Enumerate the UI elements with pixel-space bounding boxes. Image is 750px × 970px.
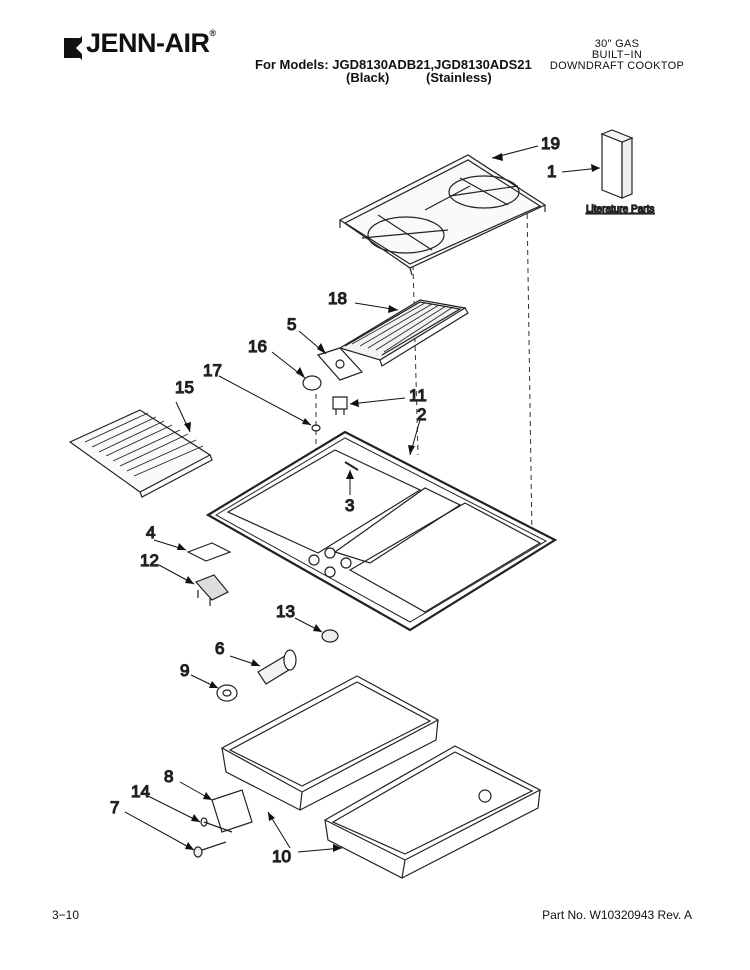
product-type-line2: BUILT−IN (591, 49, 643, 61)
callout-11: 11 (409, 386, 427, 405)
callout-13: 13 (276, 602, 295, 621)
brand-name: JENN-AIR® (86, 28, 216, 58)
part-11-switch (333, 397, 347, 415)
part-19-grates (340, 155, 545, 275)
part-8-bracket (212, 790, 252, 832)
callout-5: 5 (287, 315, 296, 334)
document-part-number: Part No. W10320943 Rev. A (542, 908, 692, 922)
callout-2: 2 (417, 405, 426, 424)
callout-1: 1 (547, 162, 556, 181)
part-5-gasket (318, 348, 362, 380)
part-7-screw (194, 842, 226, 857)
page-number: 3−10 (52, 908, 80, 922)
part-17-grommet (312, 425, 320, 431)
part-18-grille (340, 300, 468, 366)
black-label: (Black) (346, 70, 390, 85)
product-type-line1: 30" GAS (594, 38, 640, 50)
callout-4: 4 (146, 523, 155, 542)
callout-7: 7 (110, 798, 119, 817)
callout-18: 18 (328, 289, 347, 308)
part-1-literature (602, 130, 632, 198)
product-type-line3: DOWNDRAFT COOKTOP (549, 60, 685, 72)
callout-8: 8 (164, 767, 173, 786)
callout-19: 19 (541, 134, 560, 153)
assembly-dashed-lines (315, 204, 533, 555)
part-13-grommet (322, 630, 338, 642)
leader-arrowheads (177, 153, 600, 852)
callout-3: 3 (345, 496, 354, 515)
callout-16: 16 (248, 337, 267, 356)
part-16-cap (303, 376, 321, 390)
part-12-module (196, 575, 228, 606)
part-6-valve (258, 650, 296, 684)
callout-6: 6 (215, 639, 224, 658)
part-4-plate (188, 543, 230, 561)
part-15-griddle (70, 410, 212, 497)
part-10-burner-box-right (325, 746, 540, 878)
part-14-screw (201, 818, 232, 832)
part-9-nut (217, 685, 237, 701)
callout-15: 15 (175, 378, 194, 397)
models-line: For Models: JGD8130ADB21,JGD8130ADS21 (255, 57, 532, 72)
callout-14: 14 (131, 782, 150, 801)
part-2-cooktop (208, 432, 555, 630)
stainless-label: (Stainless) (426, 70, 492, 85)
part-10-burner-box-left (222, 676, 438, 810)
literature-parts-label: Literature Parts (586, 204, 654, 215)
callout-12: 12 (140, 551, 159, 570)
callout-9: 9 (180, 661, 189, 680)
jenn-air-logo-icon (64, 36, 82, 60)
callout-17: 17 (203, 361, 222, 380)
callout-10: 10 (272, 847, 291, 866)
